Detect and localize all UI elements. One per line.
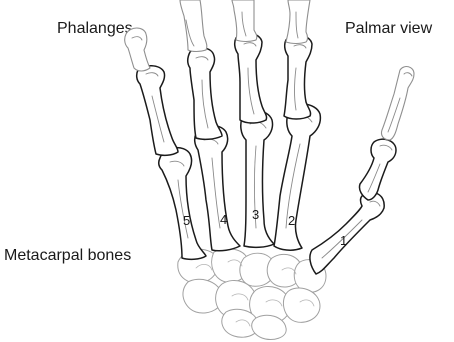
metacarpal-number-5: 5 xyxy=(183,213,190,228)
metacarpal-number-4: 4 xyxy=(220,212,227,227)
metacarpal-number-2: 2 xyxy=(288,213,295,228)
metacarpal-4 xyxy=(195,125,240,250)
metacarpal-2 xyxy=(274,104,320,250)
carpal-bones xyxy=(178,249,326,340)
metacarpal-number-1: 1 xyxy=(340,233,347,248)
metacarpal-number-3: 3 xyxy=(252,207,259,222)
metacarpal-bones xyxy=(159,104,385,274)
metacarpal-3 xyxy=(241,111,274,248)
